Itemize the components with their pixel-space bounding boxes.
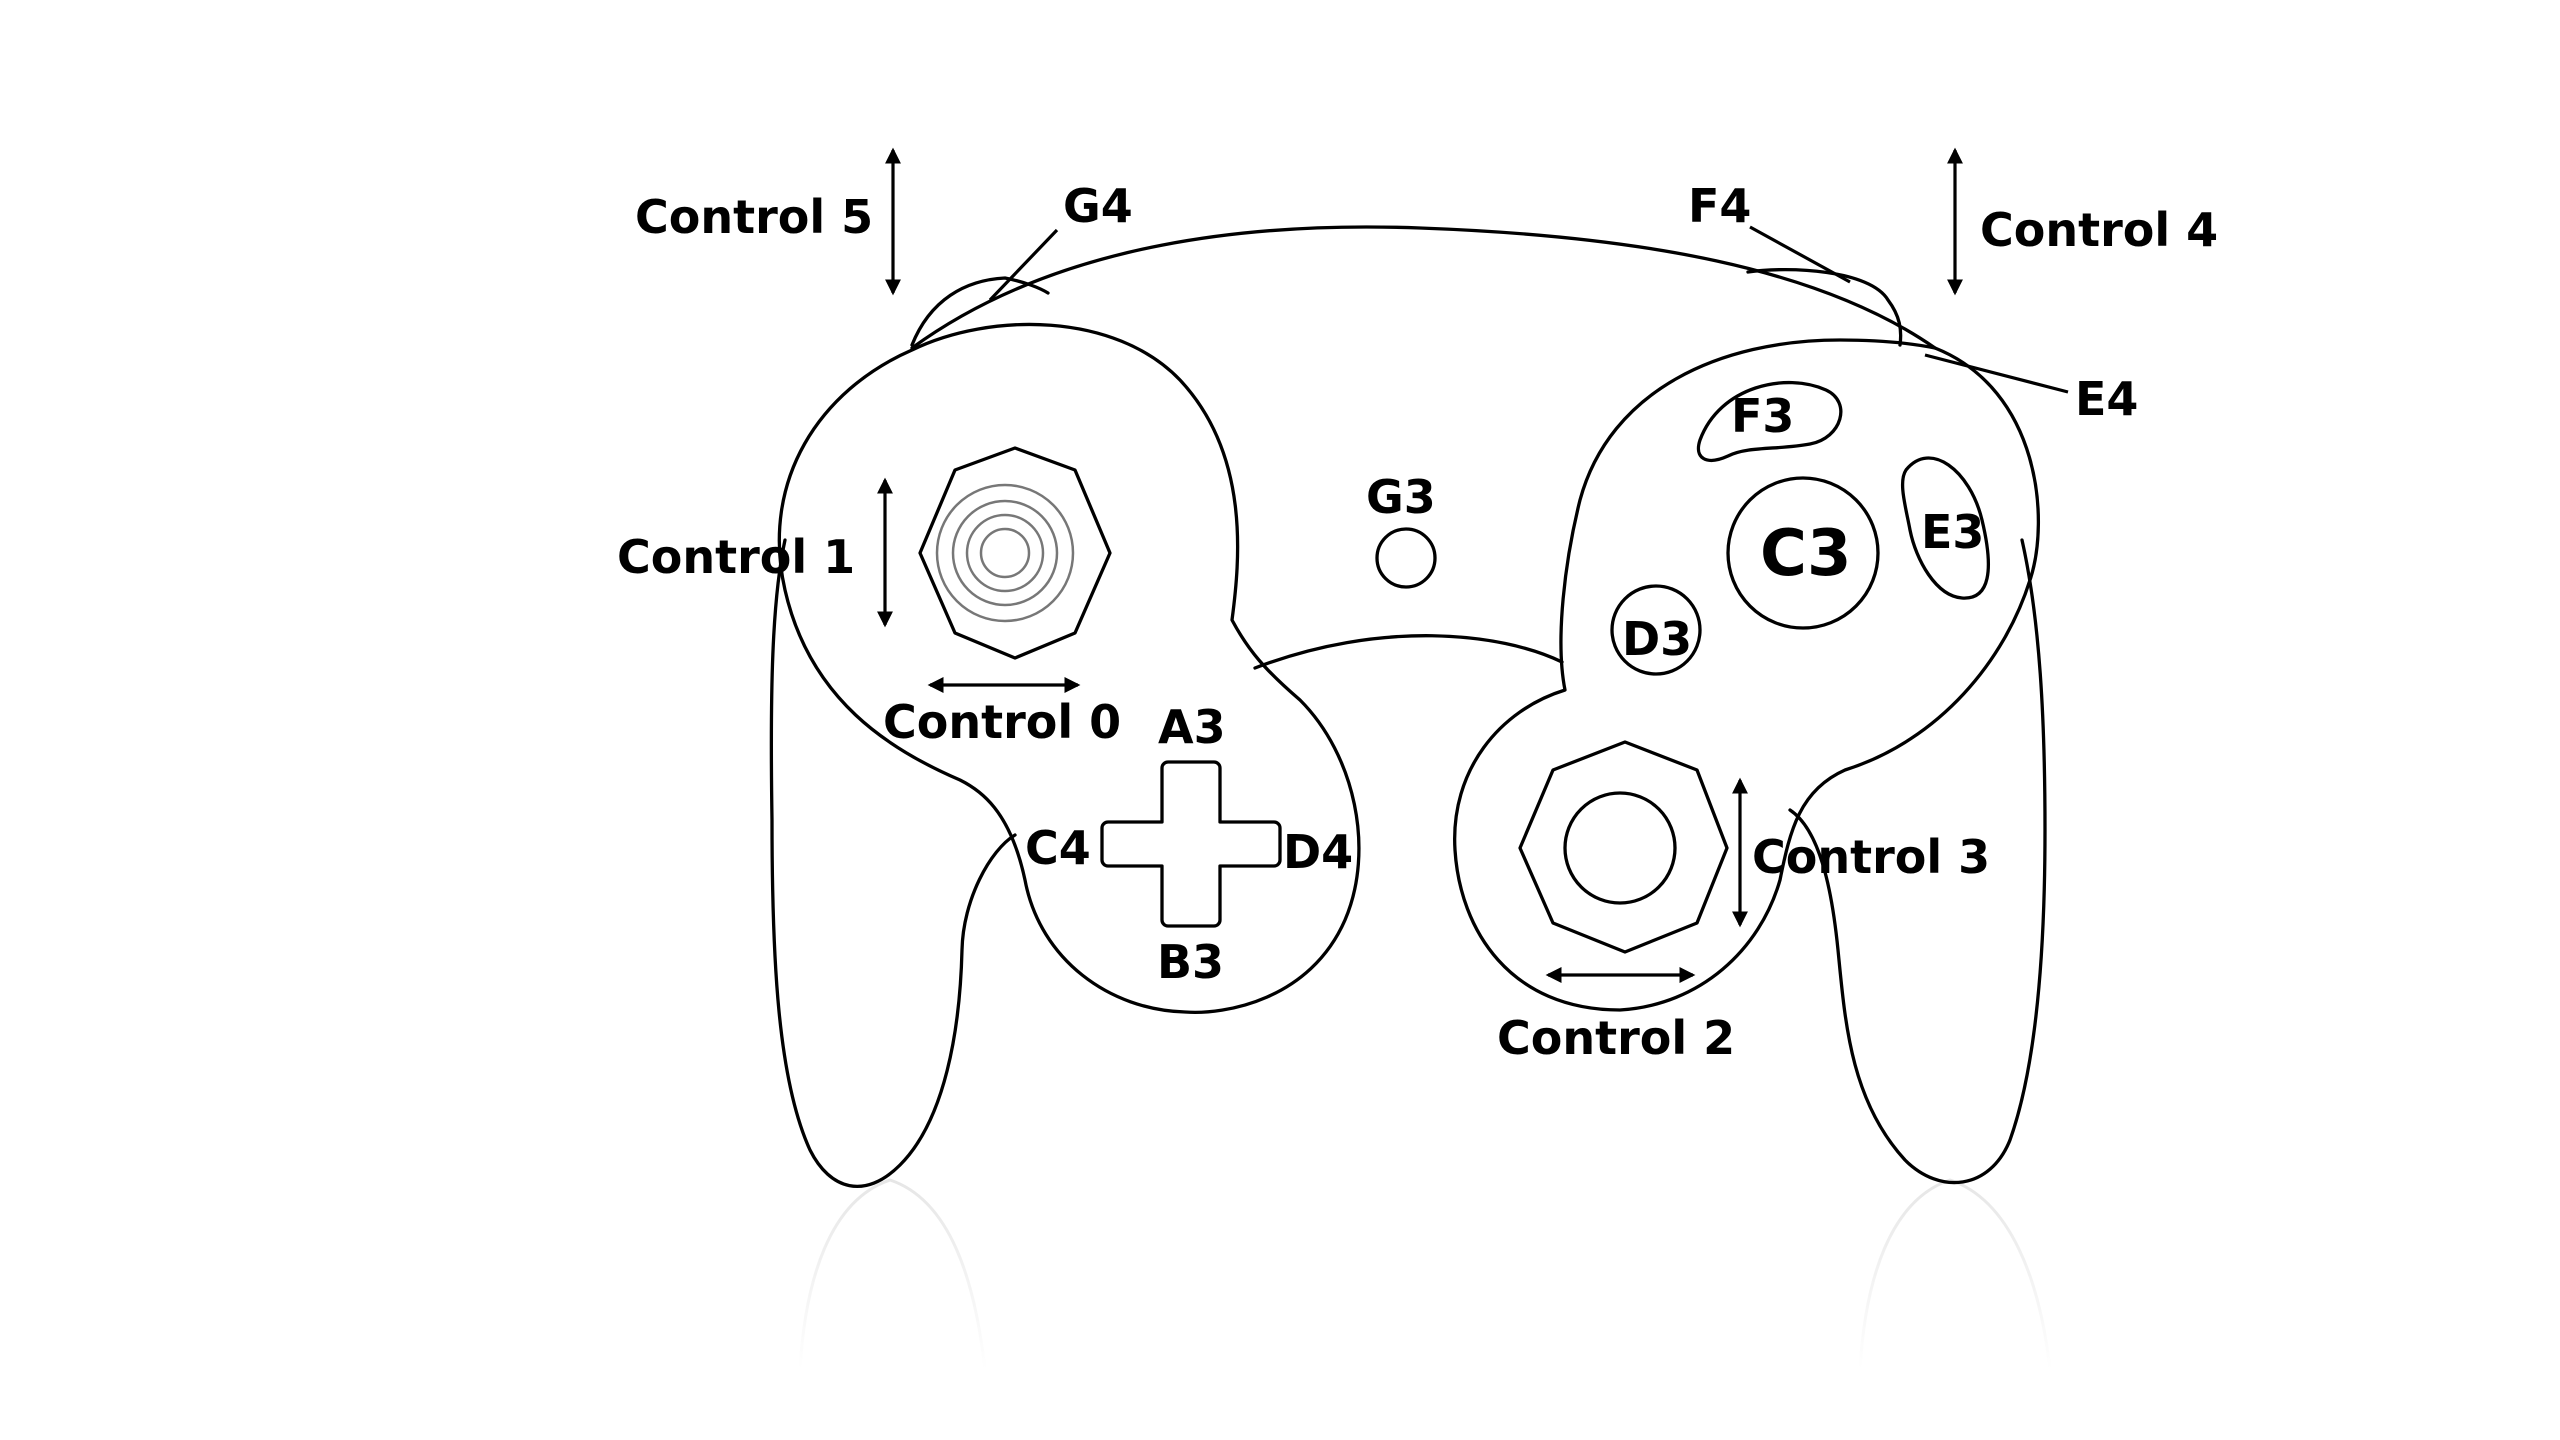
control-5-label: Control 5 [635,190,873,244]
f3-label: F3 [1731,389,1794,443]
controller-reflection [798,1178,2052,1371]
b3-label: B3 [1157,935,1224,989]
d3-label: D3 [1622,612,1692,666]
a3-label: A3 [1158,700,1226,754]
d3-button[interactable] [1610,584,1702,676]
control-0-label: Control 0 [883,695,1121,749]
c-stick[interactable] [1518,740,1729,954]
g4-label: G4 [1063,179,1133,233]
start-button[interactable] [1375,527,1437,589]
g4-leader [988,228,1059,302]
left-stick[interactable] [918,446,1112,660]
e4-label: E4 [2075,372,2138,426]
control-1-label: Control 1 [617,530,855,584]
e3-label: E3 [1921,505,1984,559]
c3-button[interactable] [1726,476,1880,630]
f4-label: F4 [1688,179,1751,233]
e3-button[interactable] [1901,456,1991,600]
g3-label: G3 [1366,470,1436,524]
control-2-label: Control 2 [1497,1011,1735,1065]
d4-label: D4 [1283,825,1353,879]
control-4-label: Control 4 [1980,203,2218,257]
control-3-label: Control 3 [1752,830,1990,884]
f4-leader [1749,225,1851,284]
f3-button[interactable] [1696,381,1843,462]
c3-label: C3 [1760,517,1852,591]
d-pad[interactable] [1100,760,1282,928]
controller-body [769,225,2047,1189]
e4-leader [1924,353,2069,394]
c4-label: C4 [1025,821,1091,875]
